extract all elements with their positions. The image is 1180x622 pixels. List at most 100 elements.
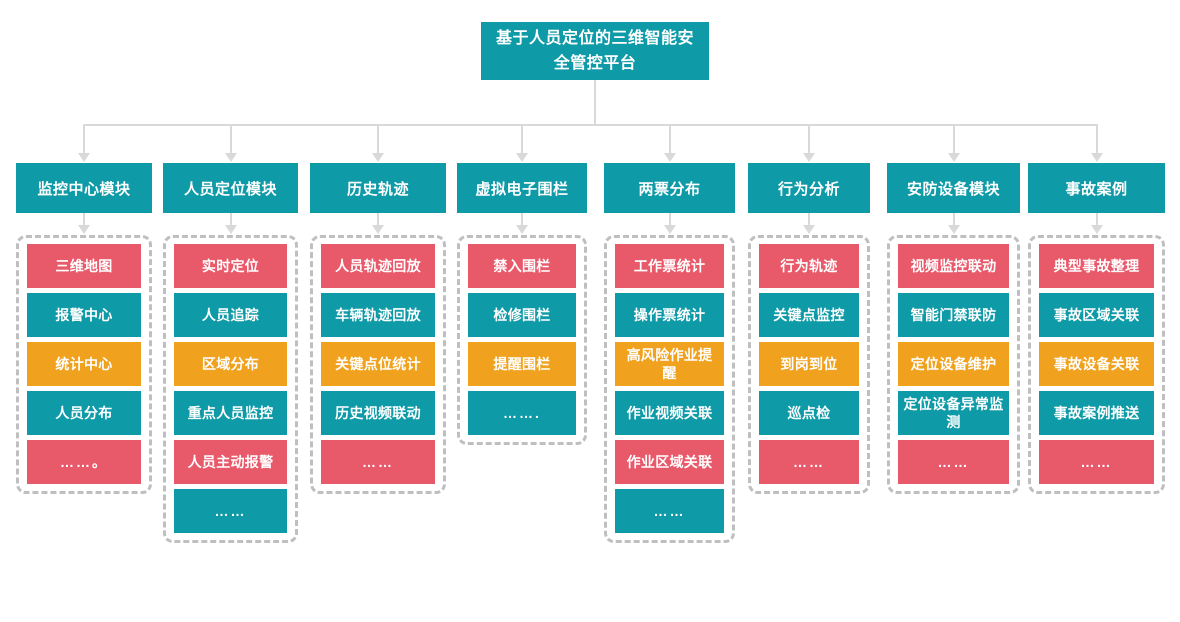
module-item-4-3[interactable]: 提醒围栏 [468,342,576,386]
branch-arrow-3 [372,153,384,162]
module-column-1: 监控中心模块三维地图报警中心统计中心人员分布 ……。 [16,163,152,494]
module-header-4[interactable]: 虚拟电子围栏 [457,163,587,213]
module-item-8-1[interactable]: 典型事故整理 [1039,244,1154,288]
group-connector-6 [808,213,810,226]
group-arrow-1 [78,225,90,234]
module-header-6[interactable]: 行为分析 [748,163,870,213]
module-header-3[interactable]: 历史轨迹 [310,163,446,213]
branch-arrow-4 [516,153,528,162]
module-item-3-2[interactable]: 车辆轨迹回放 [321,293,435,337]
module-column-2: 人员定位模块实时定位人员追踪区域分布重点人员监控人员主动报警 …… [163,163,298,543]
module-item-7-1[interactable]: 视频监控联动 [898,244,1009,288]
module-item-6-3[interactable]: 到岗到位 [759,342,859,386]
root-title-node: 基于人员定位的三维智能安全管控平台 [481,22,709,80]
module-item-1-5[interactable]: ……。 [27,440,141,484]
module-group-4: 禁入围栏检修围栏提醒围栏 ……. [457,235,587,445]
module-item-5-6[interactable]: …… [615,489,724,533]
module-header-1[interactable]: 监控中心模块 [16,163,152,213]
module-group-2: 实时定位人员追踪区域分布重点人员监控人员主动报警 …… [163,235,298,543]
branch-connector-5 [668,124,671,154]
module-column-7: 安防设备模块视频监控联动智能门禁联防定位设备维护定位设备异常监测 …… [887,163,1020,494]
branch-connector-6 [808,124,810,154]
module-group-6: 行为轨迹关键点监控到岗到位巡点检 …… [748,235,870,494]
module-item-2-1[interactable]: 实时定位 [174,244,287,288]
horizontal-bus-connector [84,124,1097,126]
group-arrow-8 [1090,225,1103,234]
module-item-7-5[interactable]: …… [898,440,1009,484]
group-arrow-4 [516,225,528,234]
module-column-4: 虚拟电子围栏禁入围栏检修围栏提醒围栏 ……. [457,163,587,445]
group-arrow-6 [803,225,815,234]
module-item-6-2[interactable]: 关键点监控 [759,293,859,337]
branch-arrow-2 [224,153,237,162]
module-header-2[interactable]: 人员定位模块 [163,163,298,213]
group-arrow-7 [947,225,960,234]
module-item-8-4[interactable]: 事故案例推送 [1039,391,1154,435]
module-group-3: 人员轨迹回放车辆轨迹回放关键点位统计历史视频联动 …… [310,235,446,494]
module-item-2-4[interactable]: 重点人员监控 [174,391,287,435]
module-group-5: 工作票统计操作票统计高风险作业提醒作业视频关联作业区域关联 …… [604,235,735,543]
module-column-3: 历史轨迹人员轨迹回放车辆轨迹回放关键点位统计历史视频联动 …… [310,163,446,494]
branch-connector-7 [952,124,955,154]
group-connector-3 [377,213,379,226]
branch-arrow-1 [78,153,90,162]
module-group-1: 三维地图报警中心统计中心人员分布 ……。 [16,235,152,494]
module-item-8-3[interactable]: 事故设备关联 [1039,342,1154,386]
module-item-2-2[interactable]: 人员追踪 [174,293,287,337]
branch-connector-2 [229,124,232,154]
module-item-3-4[interactable]: 历史视频联动 [321,391,435,435]
branch-connector-3 [377,124,379,154]
branch-connector-4 [521,124,523,154]
module-item-2-3[interactable]: 区域分布 [174,342,287,386]
module-header-7[interactable]: 安防设备模块 [887,163,1020,213]
branch-connector-1 [83,124,85,154]
group-connector-8 [1095,213,1098,226]
branch-arrow-8 [1090,153,1103,162]
group-connector-1 [83,213,85,226]
group-arrow-5 [663,225,676,234]
module-header-5[interactable]: 两票分布 [604,163,735,213]
module-item-5-5[interactable]: 作业区域关联 [615,440,724,484]
group-connector-4 [521,213,523,226]
module-item-7-2[interactable]: 智能门禁联防 [898,293,1009,337]
module-item-1-1[interactable]: 三维地图 [27,244,141,288]
module-item-3-5[interactable]: …… [321,440,435,484]
module-column-6: 行为分析行为轨迹关键点监控到岗到位巡点检 …… [748,163,870,494]
module-item-3-3[interactable]: 关键点位统计 [321,342,435,386]
root-trunk-connector [594,80,596,124]
module-item-1-3[interactable]: 统计中心 [27,342,141,386]
module-item-3-1[interactable]: 人员轨迹回放 [321,244,435,288]
module-item-1-2[interactable]: 报警中心 [27,293,141,337]
module-item-4-2[interactable]: 检修围栏 [468,293,576,337]
module-group-8: 典型事故整理事故区域关联事故设备关联事故案例推送 …… [1028,235,1165,494]
module-item-8-2[interactable]: 事故区域关联 [1039,293,1154,337]
module-item-8-5[interactable]: …… [1039,440,1154,484]
module-item-2-6[interactable]: …… [174,489,287,533]
module-item-4-4[interactable]: ……. [468,391,576,435]
module-item-2-5[interactable]: 人员主动报警 [174,440,287,484]
module-item-6-1[interactable]: 行为轨迹 [759,244,859,288]
module-item-6-5[interactable]: …… [759,440,859,484]
module-column-8: 事故案例典型事故整理事故区域关联事故设备关联事故案例推送 …… [1028,163,1165,494]
module-header-8[interactable]: 事故案例 [1028,163,1165,213]
module-item-5-2[interactable]: 操作票统计 [615,293,724,337]
group-arrow-2 [224,225,237,234]
module-item-1-4[interactable]: 人员分布 [27,391,141,435]
branch-connector-8 [1095,124,1098,154]
branch-arrow-7 [947,153,960,162]
module-item-5-1[interactable]: 工作票统计 [615,244,724,288]
module-column-5: 两票分布工作票统计操作票统计高风险作业提醒作业视频关联作业区域关联 …… [604,163,735,543]
module-item-5-4[interactable]: 作业视频关联 [615,391,724,435]
group-connector-5 [668,213,671,226]
module-item-6-4[interactable]: 巡点检 [759,391,859,435]
group-arrow-3 [372,225,384,234]
branch-arrow-5 [663,153,676,162]
group-connector-2 [229,213,232,226]
module-item-7-3[interactable]: 定位设备维护 [898,342,1009,386]
module-group-7: 视频监控联动智能门禁联防定位设备维护定位设备异常监测 …… [887,235,1020,494]
module-item-4-1[interactable]: 禁入围栏 [468,244,576,288]
module-item-7-4[interactable]: 定位设备异常监测 [898,391,1009,435]
group-connector-7 [952,213,955,226]
module-item-5-3[interactable]: 高风险作业提醒 [615,342,724,386]
